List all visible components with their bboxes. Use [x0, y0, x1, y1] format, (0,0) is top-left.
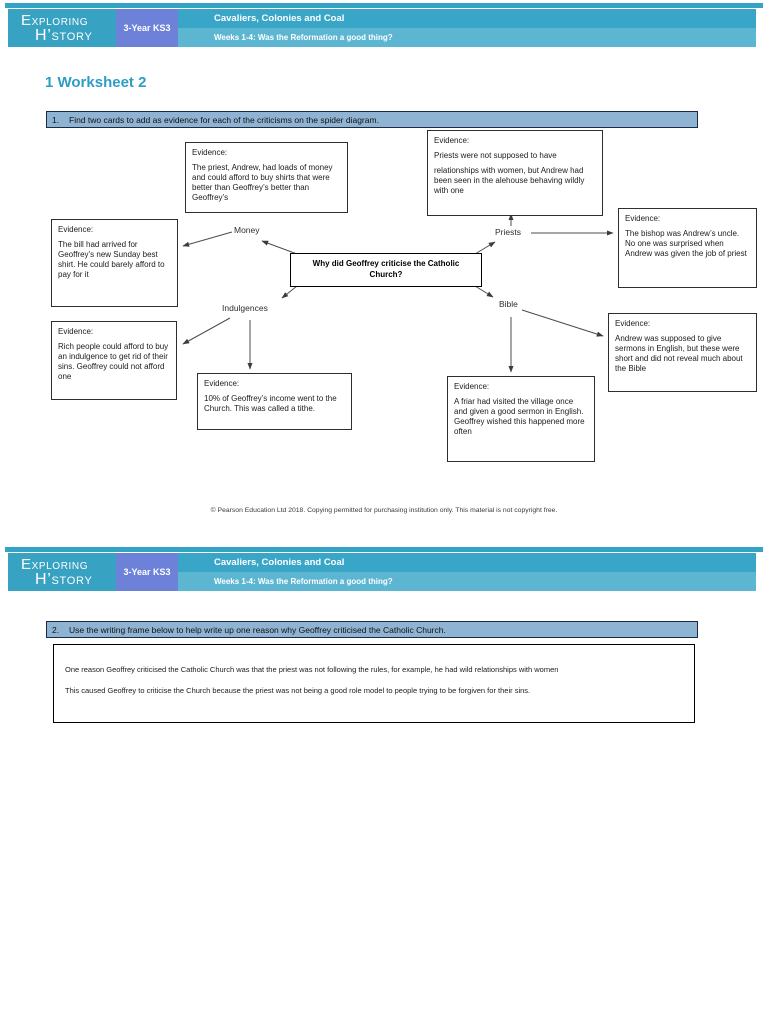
unit-title: Cavaliers, Colonies and Coal — [178, 9, 756, 28]
evidence-label: Evidence: — [625, 214, 661, 223]
arrow-center-to-indulgences — [281, 285, 298, 299]
evidence-text: A friar had visited the village once and… — [454, 396, 585, 436]
evidence-label: Evidence: — [434, 136, 470, 145]
unit-title: Cavaliers, Colonies and Coal — [178, 553, 756, 572]
writing-frame-sentence-1: One reason Geoffrey criticised the Catho… — [65, 665, 559, 674]
copyright-notice: © Pearson Education Ltd 2018. Copying pe… — [210, 507, 558, 514]
evidence-label: Evidence: — [192, 148, 228, 157]
task-2-instruction-bar: 2. Use the writing frame below to help w… — [46, 621, 698, 638]
task-2-text: Use the writing frame below to help writ… — [69, 624, 446, 635]
logo-text-line2: H’STORY — [35, 27, 93, 44]
task-1-instruction-bar: 1. Find two cards to add as evidence for… — [46, 111, 698, 128]
evidence-text: Priests were not supposed to have — [434, 150, 557, 160]
spider-center-question: Why did Geoffrey criticise the Catholic … — [290, 253, 482, 287]
header-accent-strip — [5, 3, 763, 8]
evidence-card-indulgences-rich: Evidence: Rich people could afford to bu… — [51, 321, 177, 400]
worksheet-title: 1 Worksheet 2 — [45, 74, 147, 91]
evidence-label: Evidence: — [615, 319, 651, 328]
evidence-text: The bill had arrived for Geoffrey’s new … — [58, 239, 165, 279]
task-1-number: 1. — [52, 114, 60, 125]
course-badge: 3-Year KS3 — [116, 9, 178, 47]
evidence-text: The priest, Andrew, had loads of money a… — [192, 162, 333, 202]
evidence-text: Andrew was supposed to give sermons in E… — [615, 333, 743, 373]
evidence-card-money-shirts: Evidence: The priest, Andrew, had loads … — [185, 142, 348, 213]
task-2-number: 2. — [52, 624, 60, 635]
evidence-card-priests-alehouse: Evidence: Priests were not supposed to h… — [427, 130, 603, 216]
writing-frame: One reason Geoffrey criticised the Catho… — [53, 644, 695, 723]
evidence-label: Evidence: — [454, 382, 490, 391]
header-title-block: Cavaliers, Colonies and Coal Weeks 1-4: … — [178, 9, 756, 47]
course-badge: 3-Year KS3 — [116, 553, 178, 591]
evidence-text: Rich people could afford to buy an indul… — [58, 341, 169, 381]
evidence-card-indulgences-tithe: Evidence: 10% of Geoffrey’s income went … — [197, 373, 352, 430]
exploring-history-logo: EXPLORING H’STORY — [8, 553, 116, 591]
arrow-indulgences-to-rich-card — [182, 317, 231, 345]
logo-text-line2: H’STORY — [35, 571, 93, 588]
branch-label-priests: Priests — [495, 227, 521, 237]
evidence-card-bible-sermons: Evidence: Andrew was supposed to give se… — [608, 313, 757, 392]
evidence-label: Evidence: — [58, 225, 94, 234]
evidence-text: 10% of Geoffrey’s income went to the Chu… — [204, 393, 337, 413]
header-accent-strip — [5, 547, 763, 552]
logo-text-line1: EXPLORING — [21, 556, 89, 573]
page-header: EXPLORING H’STORY 3-Year KS3 Cavaliers, … — [8, 553, 756, 591]
arrow-center-to-bible — [474, 285, 494, 298]
writing-frame-sentence-2: This caused Geoffrey to criticise the Ch… — [65, 686, 531, 695]
evidence-card-money-bill: Evidence: The bill had arrived for Geoff… — [51, 219, 178, 307]
evidence-label: Evidence: — [204, 379, 240, 388]
logo-text-line1: EXPLORING — [21, 12, 89, 29]
evidence-text: The bishop was Andrew’s uncle. No one wa… — [625, 228, 747, 258]
evidence-card-priests-bishop: Evidence: The bishop was Andrew’s uncle.… — [618, 208, 757, 288]
branch-label-money: Money — [234, 225, 260, 235]
arrow-money-to-bill-card — [182, 231, 233, 247]
header-title-block: Cavaliers, Colonies and Coal Weeks 1-4: … — [178, 553, 756, 591]
evidence-card-bible-friar: Evidence: A friar had visited the villag… — [447, 376, 595, 462]
week-subtitle: Weeks 1-4: Was the Reformation a good th… — [178, 28, 756, 47]
task-1-text: Find two cards to add as evidence for ea… — [69, 114, 379, 125]
branch-label-bible: Bible — [499, 299, 518, 309]
branch-label-indulgences: Indulgences — [222, 303, 268, 313]
evidence-text: relationships with women, but Andrew had… — [434, 165, 585, 195]
week-subtitle: Weeks 1-4: Was the Reformation a good th… — [178, 572, 756, 591]
exploring-history-logo: EXPLORING H’STORY — [8, 9, 116, 47]
page-header: EXPLORING H’STORY 3-Year KS3 Cavaliers, … — [8, 9, 756, 47]
arrow-bible-to-sermons-card — [521, 309, 604, 337]
evidence-label: Evidence: — [58, 327, 94, 336]
